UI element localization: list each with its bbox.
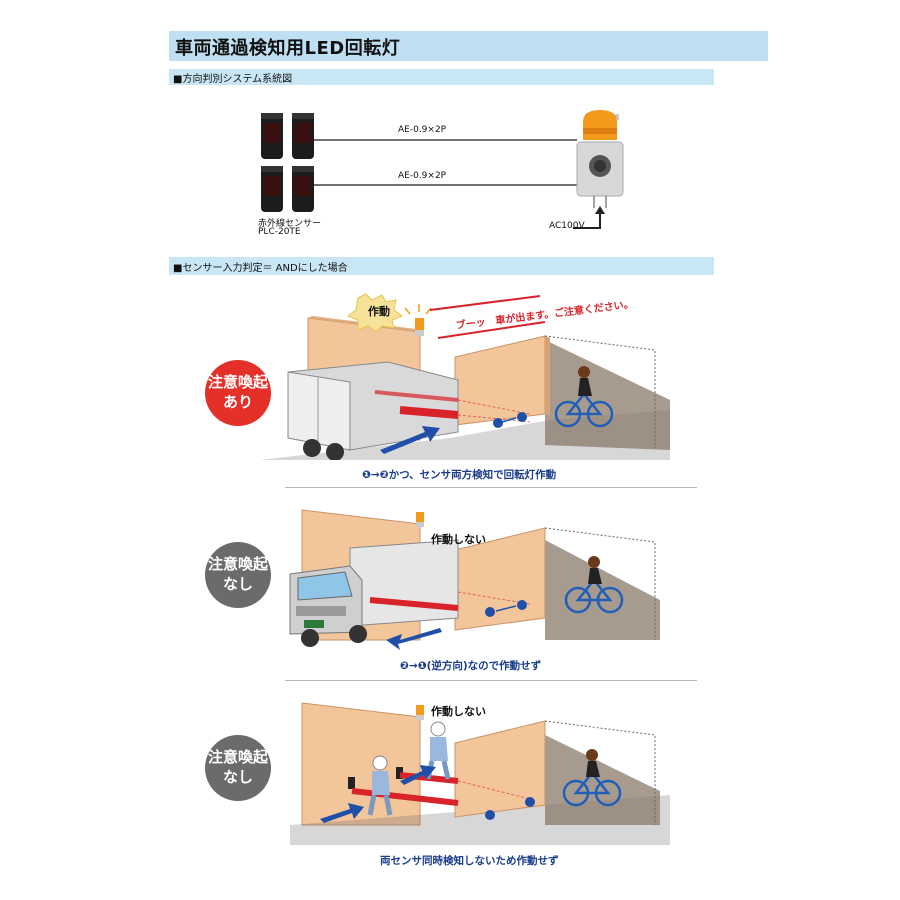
section-header-system-text: ■方向判別システム系統図 [173,74,293,85]
scene2-badge: 注意喚起 なし [205,542,271,608]
scene3-sensor-left [348,777,355,789]
scene1-speech-burst [346,293,404,333]
scene1-truck [287,361,459,460]
scene1-cyclist-icon [554,366,614,428]
scene3-arrow-right-icon [400,765,436,785]
scene2-badge-line1: 注意喚起 [207,555,268,573]
page-title: 車両通過検知用LED回転灯 [175,38,401,59]
scene3-cyclist-icon [562,749,622,807]
scene2-beam [369,597,459,611]
system-diagram [261,110,624,229]
scene1-badge: 注意喚起 あり [205,360,271,426]
scene1-gate-wall [454,335,546,426]
scene1-badge-line1: 注意喚起 [207,373,268,391]
scene1-speech-text: 作動 [368,305,390,318]
scene2-cyclist-icon [564,556,624,614]
scene3-worker-1-icon [367,755,393,816]
power-arrow-icon [573,210,601,229]
scene3-illustration [290,702,670,845]
power-label: AC100V [549,221,585,231]
section-header-and: ■センサー入力判定＝ ANDにした場合 [169,257,714,275]
scene3-caption: 両センサ同時検知しないため作動せず [380,855,559,867]
rotating-light-icon [576,110,624,208]
cable-label-bottom: AE-0.9×2P [398,171,447,181]
scene3-status: 作動しない [431,705,486,718]
sensor-label-2: PLC-20TE [258,227,301,237]
scene3-light-icon [416,705,424,720]
title-bar: 車両通過検知用LED回転灯 [169,31,768,61]
scene1-direction-arrow-icon [380,426,440,454]
scene1-outside-ground [545,340,670,450]
scene2-status: 作動しない [431,533,486,546]
scene1-caption: ❶→❷かつ、センサ両方検知で回転灯作動 [362,469,557,481]
divider-2 [285,680,697,681]
sensor-label-1: 赤外線センサー [258,219,322,229]
divider-1 [285,487,697,488]
scene1-badge-line2: あり [222,393,253,411]
scene3-badge: 注意喚起 なし [205,735,271,801]
scene2-light-icon [416,512,424,527]
section-header-and-text: ■センサー入力判定＝ ANDにした場合 [173,263,348,274]
scene2-illustration [289,509,660,650]
sensor-bottom-left [261,166,283,212]
scene3-outside-ground [545,735,660,825]
scene2-caption: ❷→❶(逆方向)なので作動せず [400,660,542,672]
scene2-direction-arrow-icon [386,628,442,650]
sensor-top-left [261,113,283,159]
sensor-bottom-right [292,166,314,212]
sensor-top-right [292,113,314,159]
scene1-illustration [260,293,670,460]
cable-label-top: AE-0.9×2P [398,125,447,135]
scene3-beam-near [351,788,459,806]
scene3-gate-wall [454,720,546,818]
section-header-system: ■方向判別システム系統図 [169,69,714,85]
scene3-arrow-left-icon [320,803,364,823]
scene2-badge-line2: なし [222,575,253,593]
scene3-sensor-right [396,767,403,779]
scene3-badge-line1: 注意喚起 [207,748,268,766]
scene3-badge-line2: なし [222,768,253,786]
scene1-beam-near [399,406,459,419]
